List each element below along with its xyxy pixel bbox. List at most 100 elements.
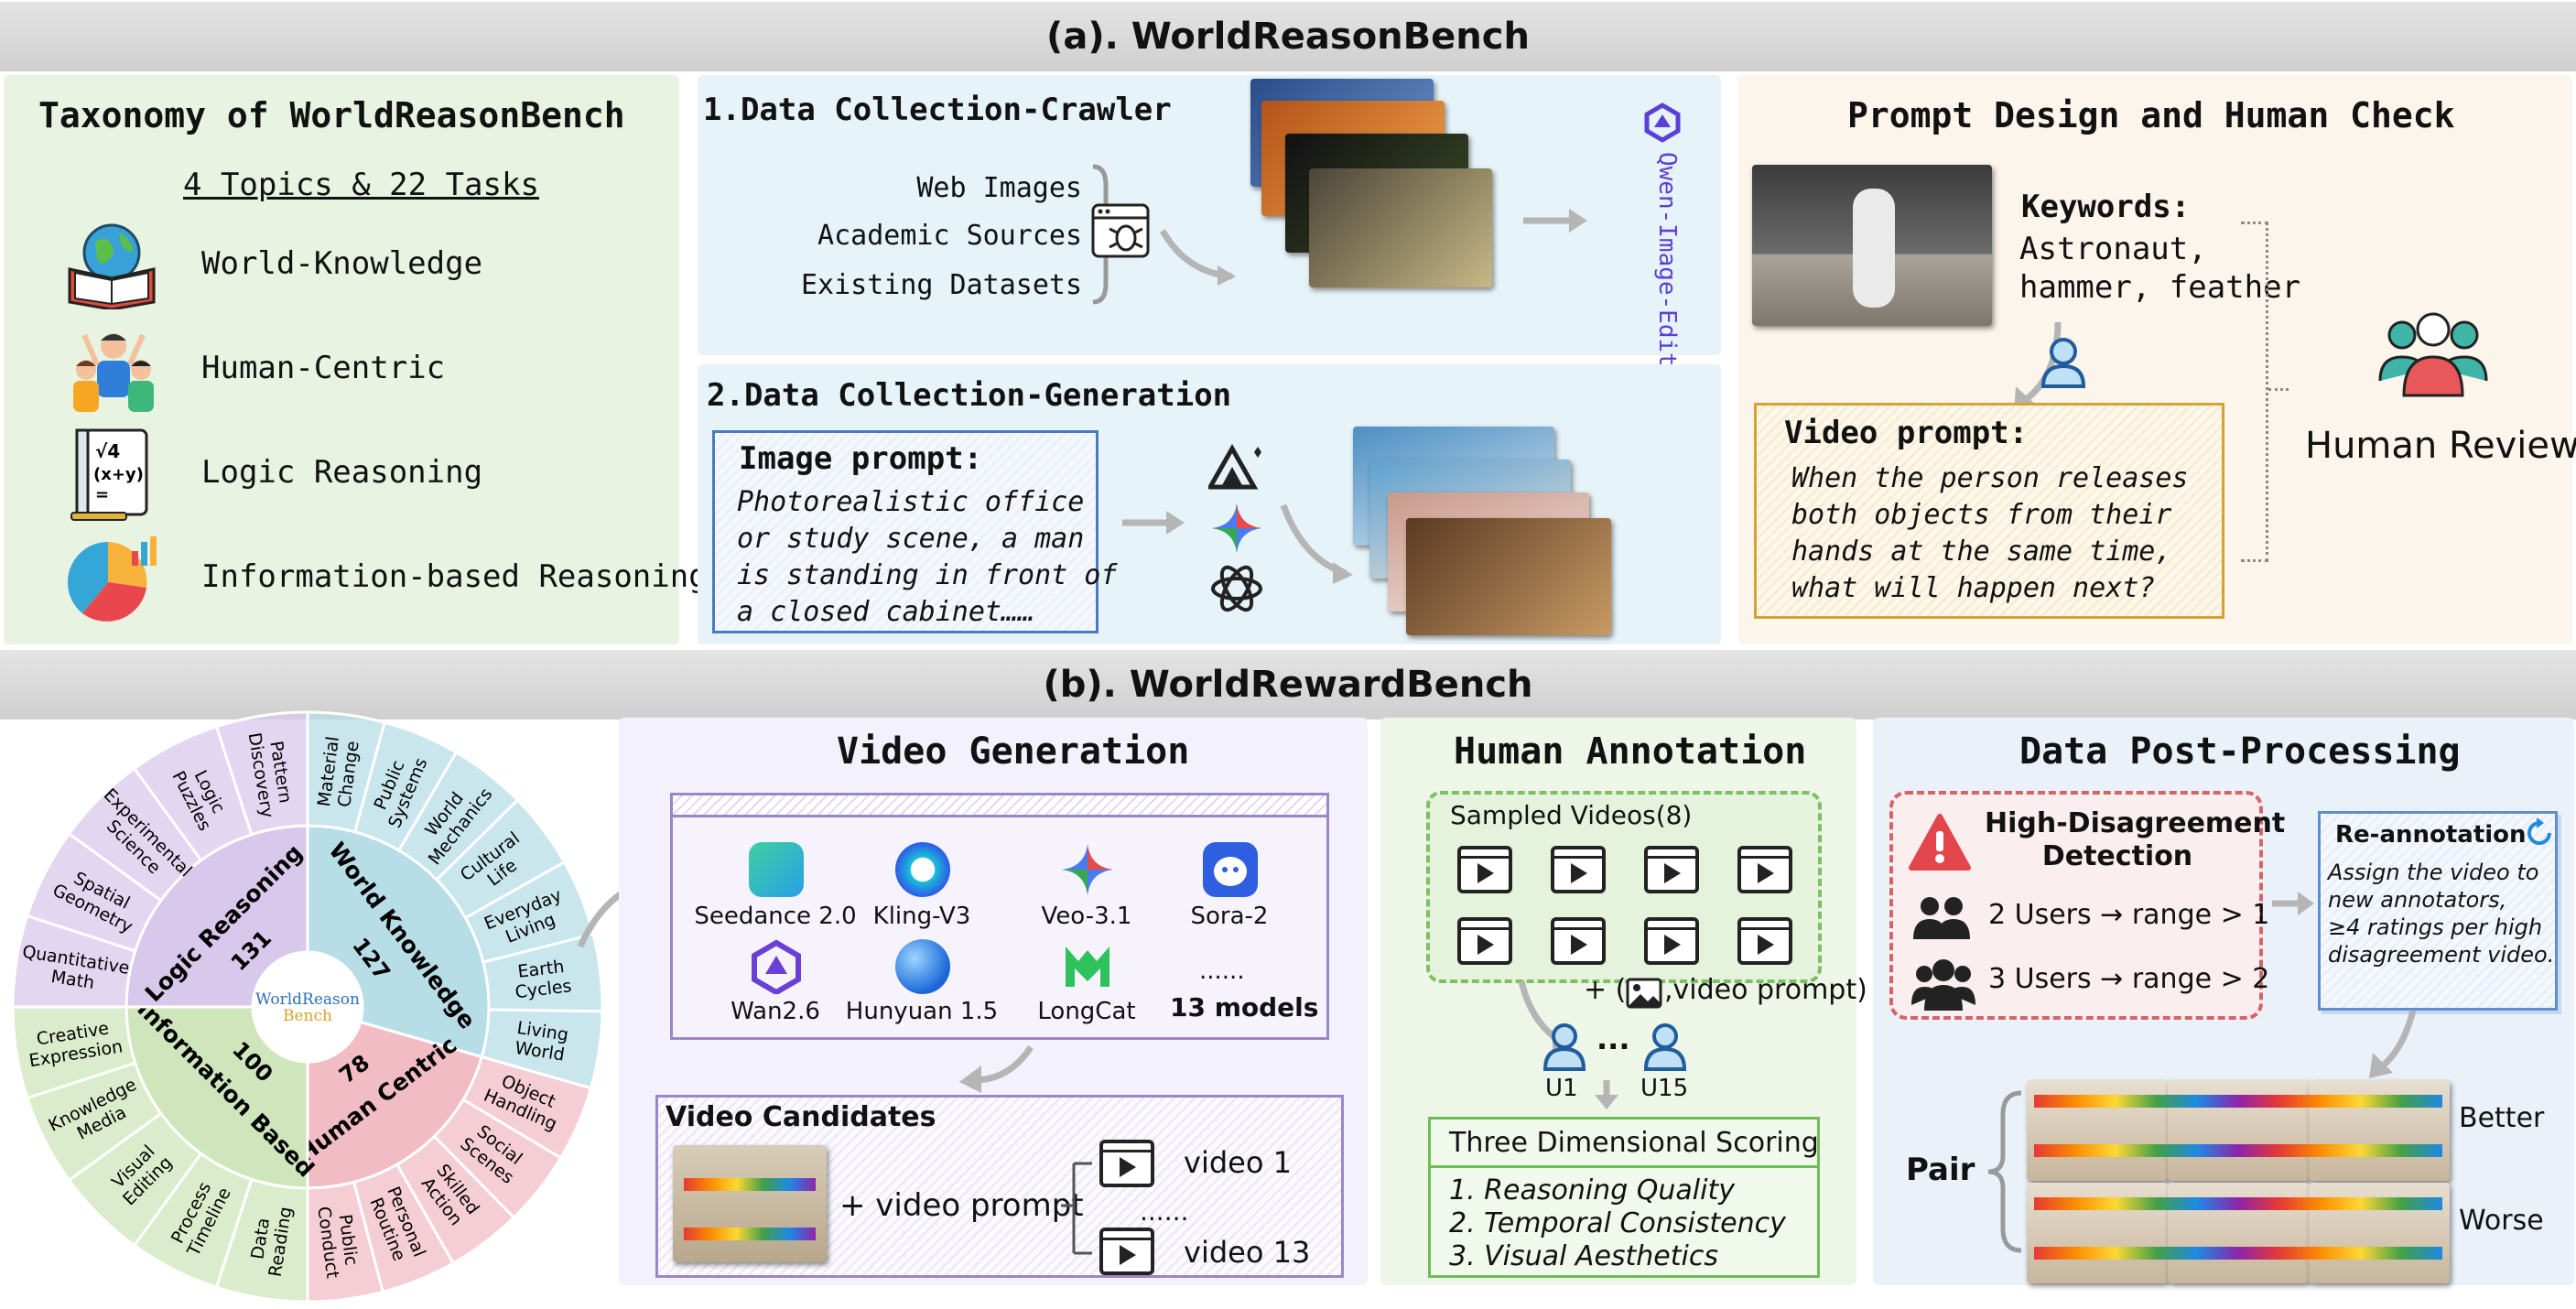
crawler-source-datasets: Existing Datasets: [800, 269, 1082, 301]
wheel-task-label: EarthCycles: [512, 956, 573, 1002]
sampled-videos-label: Sampled Videos(8): [1450, 800, 1693, 830]
edit-arrow: [1521, 207, 1589, 234]
svg-text:=: =: [95, 485, 109, 504]
pair-label: Pair: [1906, 1152, 1975, 1188]
keywords-line-1: Astronaut,: [2019, 231, 2207, 267]
annotator-user-icon: [2038, 335, 2089, 390]
video-prompt-line-2: both objects from their: [1791, 499, 2172, 531]
gen-arrow: [1280, 502, 1357, 584]
video-generation-panel: Video Generation Seedance 2.0 Kling-V3 V…: [619, 718, 1368, 1285]
wheel-task-slice: [214, 710, 309, 837]
svg-text:(x+y): (x+y): [93, 465, 144, 484]
three-users-icon: [1911, 957, 1975, 1011]
scoring-box: Three Dimensional Scoring 1. Reasoning Q…: [1428, 1117, 1820, 1278]
image-prompt-title: Image prompt:: [739, 440, 983, 477]
reannotation-line-2: new annotators,: [2328, 887, 2507, 913]
review-bracket: [2241, 222, 2268, 562]
model-label-longcat: LongCat: [1037, 998, 1136, 1025]
qwen-logo-icon: [1642, 103, 1683, 143]
user-u15-label: U15: [1640, 1075, 1689, 1102]
better-domino-row-1: [2034, 1095, 2442, 1108]
wheel-center-line-2: Bench: [283, 1007, 332, 1025]
users-to-scoring-arrow: [1593, 1080, 1620, 1111]
reannotation-to-pair-arrow: [2364, 1007, 2419, 1082]
user-u15-icon: [1642, 1022, 1688, 1071]
reannotation-title: Re-annotation: [2335, 821, 2527, 849]
video-prompt-line-4: what will happen next?: [1791, 572, 2156, 604]
video-13-icon: [1099, 1228, 1154, 1275]
scoring-title: Three Dimensional Scoring: [1449, 1127, 1819, 1159]
detection-box: High-Disagreement Detection 2 Users → ra…: [1889, 791, 2285, 1020]
astronaut-photo: [1752, 165, 1992, 326]
sampled-video-2-icon: [1551, 846, 1606, 893]
wheel-task-label: LivingWorld: [513, 1018, 569, 1066]
video-generation-title: Video Generation: [837, 730, 1190, 773]
taxonomy-subtitle: 4 Topics & 22 Tasks: [183, 167, 539, 203]
scoring-item-3: 3. Visual Aesthetics: [1449, 1240, 1718, 1272]
generation-panel: 2.Data Collection-Generation Image promp…: [698, 364, 1721, 644]
model-label-wan: Wan2.6: [731, 998, 820, 1025]
warning-icon: [1908, 813, 1972, 871]
crawler-title: 1.Data Collection-Crawler: [703, 92, 1172, 128]
taxonomy-item-logic-reasoning: Logic Reasoning: [201, 454, 483, 491]
scoring-divider: [1431, 1165, 1817, 1168]
gen-model-logo-2-icon: [1210, 502, 1263, 555]
sampled-video-5-icon: [1457, 917, 1512, 965]
crawler-panel: 1.Data Collection-Crawler Web Images Aca…: [698, 75, 1721, 367]
crawler-source-academic: Academic Sources: [817, 220, 1082, 252]
image-prompt-box: Image prompt: Photorealistic office or s…: [712, 430, 1117, 633]
scoring-item-1: 1. Reasoning Quality: [1449, 1174, 1735, 1206]
post-processing-panel: Data Post-Processing High-Disagreement D…: [1873, 718, 2574, 1285]
reannotation-line-3: ≥4 ratings per high: [2328, 914, 2543, 940]
crawler-source-web: Web Images: [916, 172, 1082, 204]
reannotation-box: Re-annotation Assign the video to new an…: [2318, 811, 2558, 1011]
sampled-video-7-icon: [1644, 917, 1699, 965]
human-annotation-title: Human Annotation: [1454, 730, 1807, 773]
pair-brace: [1985, 1089, 2025, 1254]
wheel-center-line-1: WorldReason: [255, 990, 360, 1009]
section-b-banner: (b). WorldRewardBench: [0, 650, 2576, 719]
human-review-label: Human Review: [2305, 425, 2576, 467]
model-label-kling: Kling-V3: [872, 903, 971, 930]
human-annotation-panel: Human Annotation Sampled Videos(8) + ( ,…: [1380, 718, 1867, 1285]
keywords-line-2: hammer, feather: [2019, 269, 2301, 306]
domino-thumbnail: [673, 1145, 827, 1262]
video-prompt-line-1: When the person releases: [1791, 462, 2189, 494]
worse-label: Worse: [2459, 1205, 2544, 1237]
gen-model-logo-3-icon: [1208, 560, 1265, 617]
user-u1-label: U1: [1545, 1075, 1578, 1102]
review-bracket-tick: [2268, 388, 2289, 391]
taxonomy-item-information-reasoning: Information-based Reasoning: [201, 558, 708, 595]
taxonomy-title: Taxonomy of WorldReasonBench: [38, 95, 625, 135]
hunyuan-logo-icon: [895, 939, 950, 994]
rule-three-users: 3 Users → range > 2: [1988, 963, 2270, 995]
better-label: Better: [2459, 1102, 2545, 1134]
model-label-seedance: Seedance 2.0: [694, 903, 857, 930]
models-box-header: [673, 795, 1326, 817]
user-dots: ...: [1596, 1022, 1630, 1056]
wheel-center-logo: WorldReason Bench: [255, 976, 360, 1040]
svg-text:√4: √4: [95, 440, 120, 462]
reannotation-line-1: Assign the video to: [2328, 860, 2539, 885]
generated-image-4: [1406, 518, 1611, 635]
qwen-label-wrap: Qwen-Image-Edit: [1650, 152, 1686, 367]
human-centric-icon: [68, 328, 159, 416]
model-label-veo: Veo-3.1: [1041, 903, 1132, 930]
model-label-sora: Sora-2: [1190, 903, 1269, 930]
plus-video-prompt-label: ,video prompt): [1664, 974, 1867, 1006]
prompt-design-panel: Prompt Design and Human Check Keywords: …: [1737, 75, 2576, 644]
world-knowledge-icon: [64, 222, 159, 311]
reannotation-line-4: disagreement video.: [2328, 942, 2555, 968]
taxonomy-item-human-centric: Human-Centric: [201, 350, 446, 386]
wheel-task-label: MaterialChange: [314, 735, 363, 810]
taxonomy-panel: Taxonomy of WorldReasonBench 4 Topics & …: [4, 75, 708, 644]
crawler-bug-icon: [1089, 201, 1152, 262]
more-models-dots: ......: [1199, 957, 1245, 985]
two-users-icon: [1911, 895, 1972, 941]
video-13-label: video 13: [1184, 1235, 1311, 1270]
image-prompt-line-4: a closed cabinet……: [737, 596, 1035, 628]
veo-logo-icon: [1060, 842, 1115, 897]
longcat-logo-icon: [1060, 941, 1115, 992]
